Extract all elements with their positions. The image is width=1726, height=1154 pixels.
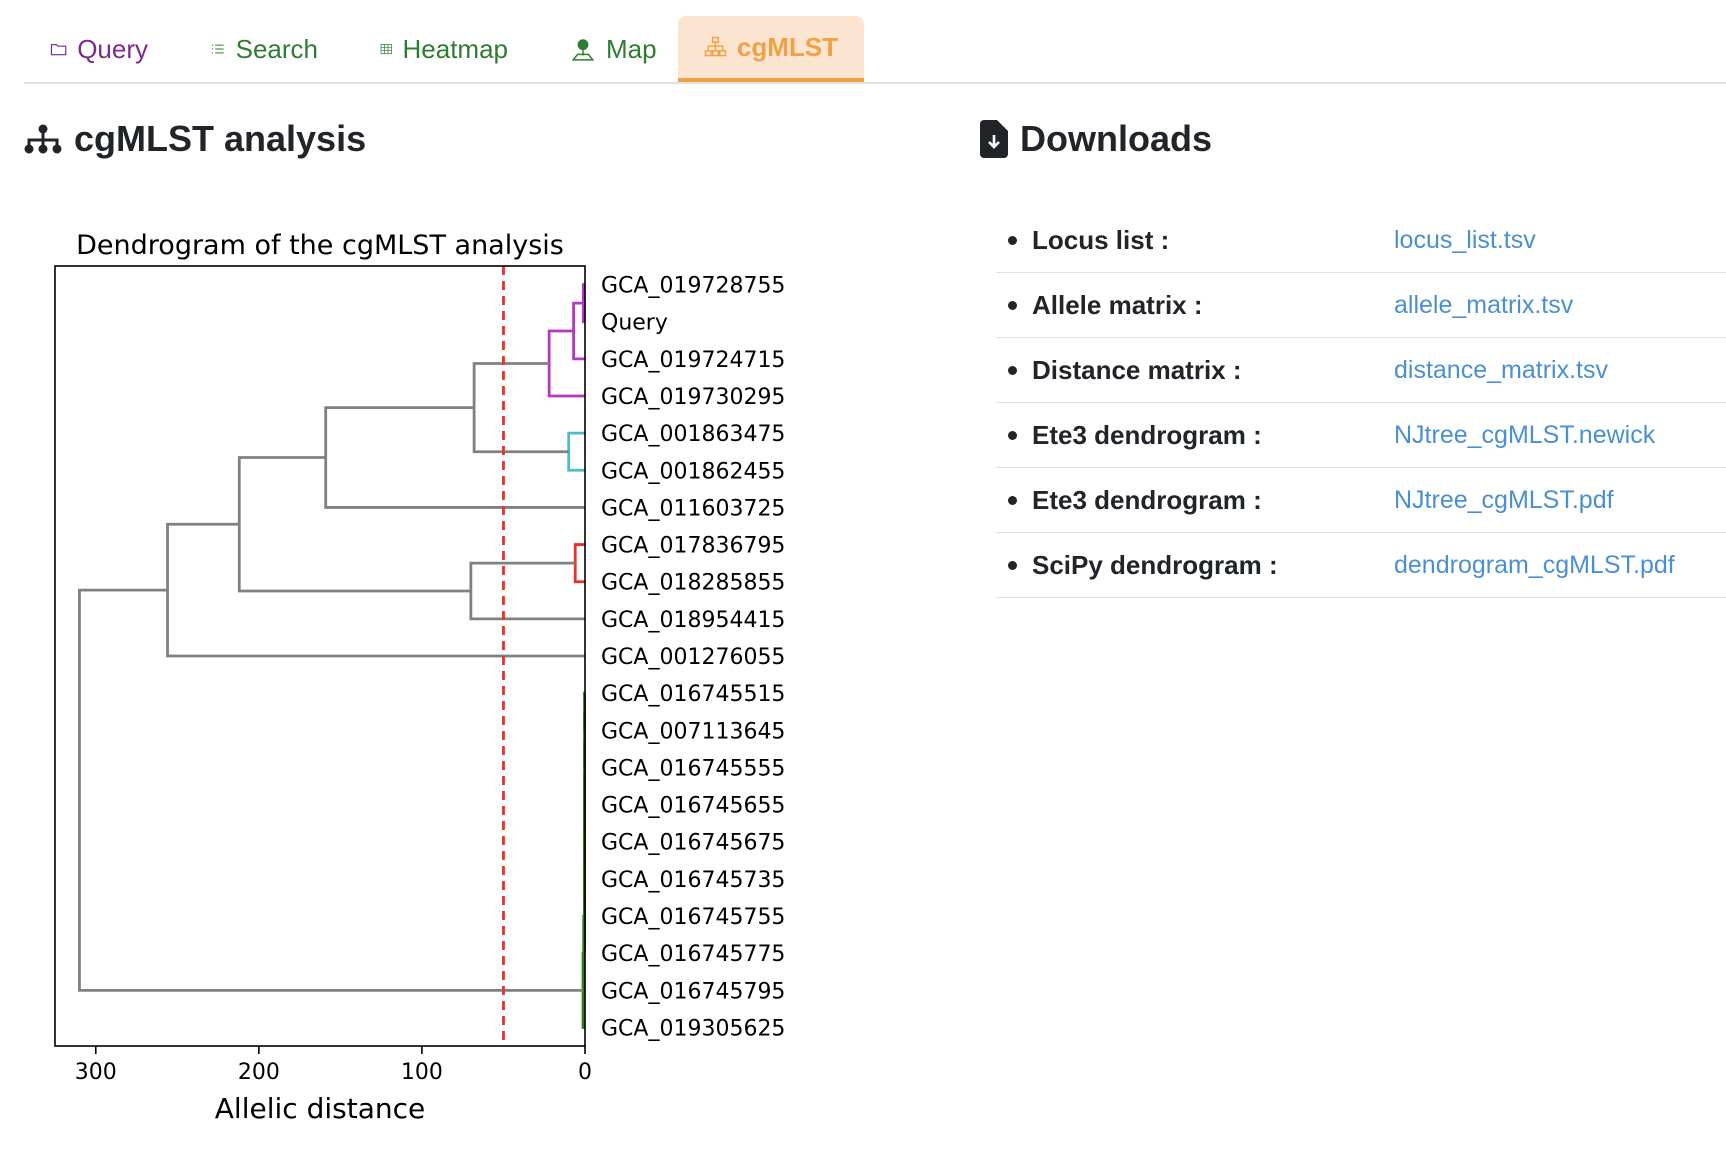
leaf-label: GCA_019305625 <box>601 1016 785 1041</box>
analysis-title-text: cgMLST analysis <box>74 118 367 159</box>
x-tick-label: 300 <box>75 1060 117 1085</box>
download-row-ete3-newick: Ete3 dendrogram : NJtree_cgMLST.newick <box>996 403 1726 468</box>
leaf-label: GCA_011603725 <box>601 496 785 521</box>
tab-search[interactable]: Search <box>184 16 344 82</box>
bullet <box>1008 496 1017 505</box>
leaf-label: GCA_019730295 <box>601 385 785 410</box>
sitemap-icon <box>704 36 727 57</box>
leaf-label: GCA_018285855 <box>601 571 785 596</box>
dendrogram-chart: Dendrogram of the cgMLST analysisGCA_019… <box>54 230 785 1125</box>
analysis-title: cgMLST analysis <box>24 118 366 160</box>
leaf-label: GCA_001276055 <box>601 645 785 670</box>
bullet <box>1008 236 1017 245</box>
bullet <box>1008 366 1017 375</box>
leaf-label: GCA_016745675 <box>601 831 785 856</box>
leaf-label: GCA_017836795 <box>601 534 785 559</box>
tab-query-label: Query <box>77 33 148 64</box>
dendrogram-link-5 <box>324 406 585 509</box>
x-tick-label: 0 <box>578 1060 592 1085</box>
download-label: SciPy dendrogram : <box>1032 549 1278 580</box>
download-label: Locus list : <box>1032 224 1170 255</box>
dendrogram-link-6 <box>573 543 585 584</box>
leaf-label: GCA_016745555 <box>601 756 785 781</box>
download-link-allele-matrix[interactable]: allele_matrix.tsv <box>1394 290 1574 319</box>
leaf-label: GCA_016745515 <box>601 682 785 707</box>
x-axis-label: Allelic distance <box>215 1092 425 1125</box>
sitemap-icon <box>24 124 62 154</box>
download-link-locus-list[interactable]: locus_list.tsv <box>1394 225 1536 254</box>
leaf-label: Query <box>601 311 668 336</box>
tab-search-label: Search <box>235 33 318 64</box>
list-icon <box>211 44 224 54</box>
x-tick-label: 200 <box>238 1060 280 1085</box>
leaf-label: GCA_016745735 <box>601 868 785 893</box>
leaf-label: GCA_016745795 <box>601 979 785 1004</box>
tab-cgmlst-label: cgMLST <box>736 31 838 62</box>
leaf-label: GCA_007113645 <box>601 719 785 744</box>
download-link-scipy-pdf[interactable]: dendrogram_cgMLST.pdf <box>1394 550 1675 579</box>
download-row-scipy-pdf: SciPy dendrogram : dendrogram_cgMLST.pdf <box>996 533 1726 598</box>
leaf-label: GCA_018954415 <box>601 608 785 633</box>
tab-query[interactable]: Query <box>24 16 174 82</box>
download-label: Allele matrix : <box>1032 289 1203 320</box>
download-link-ete3-newick[interactable]: NJtree_cgMLST.newick <box>1394 420 1656 449</box>
tab-heatmap-label: Heatmap <box>402 33 509 64</box>
plot-frame <box>54 265 586 1047</box>
leaf-label: GCA_016745755 <box>601 905 785 930</box>
file-download-icon <box>980 120 1008 158</box>
download-label: Ete3 dendrogram : <box>1032 484 1262 515</box>
x-tick-label: 100 <box>401 1060 443 1085</box>
dendrogram-link-8 <box>237 456 471 593</box>
dendrogram-link-4 <box>472 362 569 454</box>
tab-map-label: Map <box>606 33 657 64</box>
map-pin-icon <box>571 39 595 61</box>
chart-title: Dendrogram of the cgMLST analysis <box>76 230 564 261</box>
bullet <box>1008 431 1017 440</box>
download-link-distance-matrix[interactable]: distance_matrix.tsv <box>1394 355 1608 384</box>
leaf-label: GCA_016745655 <box>601 794 785 819</box>
download-label: Distance matrix : <box>1032 354 1242 385</box>
dendrogram-link-19 <box>78 588 584 992</box>
download-row-ete3-pdf: Ete3 dendrogram : NJtree_cgMLST.pdf <box>996 468 1726 533</box>
dendrogram-link-7 <box>469 561 585 621</box>
download-row-locus-list: Locus list : locus_list.tsv <box>996 208 1726 273</box>
leaf-label: GCA_001862455 <box>601 459 785 484</box>
download-row-allele-matrix: Allele matrix : allele_matrix.tsv <box>996 273 1726 338</box>
downloads-title: Downloads <box>980 118 1212 160</box>
download-row-distance-matrix: Distance matrix : distance_matrix.tsv <box>996 338 1726 403</box>
tab-cgmlst[interactable]: cgMLST <box>678 16 864 82</box>
tab-bar: Query Search Heatmap Map cgMLST <box>24 16 1726 84</box>
dendrogram-link-3 <box>567 431 585 472</box>
tab-map[interactable]: Map <box>544 16 684 82</box>
folder-icon <box>50 44 67 56</box>
leaf-label: GCA_019724715 <box>601 348 785 373</box>
grid-icon <box>380 43 392 55</box>
downloads-title-text: Downloads <box>1020 118 1213 159</box>
bullet <box>1008 561 1017 570</box>
download-label: Ete3 dendrogram : <box>1032 419 1262 450</box>
leaf-label: GCA_001863475 <box>601 422 785 447</box>
download-link-ete3-pdf[interactable]: NJtree_cgMLST.pdf <box>1394 485 1614 514</box>
dendrogram-link-2 <box>547 329 585 398</box>
leaf-label: GCA_019728755 <box>601 274 785 299</box>
bullet <box>1008 301 1017 310</box>
tab-heatmap[interactable]: Heatmap <box>354 16 534 82</box>
dendrogram-link-1 <box>572 301 585 361</box>
downloads-list: Locus list : locus_list.tsv Allele matri… <box>996 208 1726 598</box>
leaf-label: GCA_016745775 <box>601 942 785 967</box>
